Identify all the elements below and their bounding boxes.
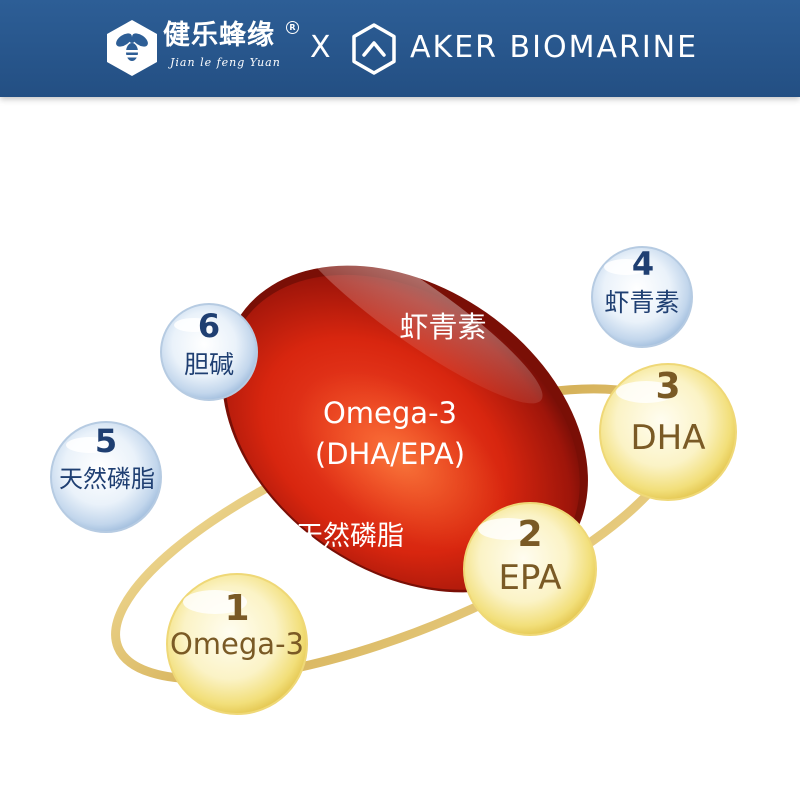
bubble-number-5: 5 [94, 422, 118, 460]
diagram-graphics [50, 224, 737, 715]
bubble-choline-graphic [160, 303, 258, 401]
registered-mark: R [286, 21, 299, 34]
bubble-number-4: 4 [631, 245, 655, 283]
softgel-capsule [222, 224, 588, 593]
bubble-number-2: 2 [517, 514, 543, 555]
capsule-label-omega3: Omega-3 [322, 396, 457, 430]
bee-hexagon-icon [107, 20, 157, 76]
bubble-epa-graphic [463, 502, 597, 636]
bubble-label-epa: EPA [498, 558, 562, 598]
bubble-label-choline: 胆碱 [183, 350, 234, 379]
bubble-number-1: 1 [224, 588, 250, 629]
bubble-number-6: 6 [197, 307, 221, 345]
hexagon-arrow-icon [352, 23, 396, 75]
header-bar: 健乐蜂缘 R Jian le feng Yuan X AKER BIOMARIN… [0, 0, 800, 97]
krill-oil-diagram: 虾青素 Omega-3 (DHA/EPA) 天然磷脂 1 Omega-3 2 E… [0, 97, 800, 800]
brand2-name: AKER BIOMARINE [410, 30, 699, 65]
capsule-label-dha-epa: (DHA/EPA) [314, 437, 466, 471]
bubble-phospholipid-graphic [50, 421, 162, 533]
bubble-astaxanthin-graphic [591, 246, 693, 348]
bubble-dha-graphic [599, 363, 737, 501]
brand1-name: 健乐蜂缘 [163, 20, 275, 51]
bubble-label-astaxanthin: 虾青素 [604, 288, 680, 317]
brand1-subtitle: Jian le feng Yuan [170, 56, 281, 69]
bubble-label-phospholipid: 天然磷脂 [59, 465, 155, 493]
bubble-label-omega3: Omega-3 [169, 627, 304, 661]
bubble-number-3: 3 [655, 366, 681, 407]
bubble-label-dha: DHA [630, 418, 706, 458]
bubble-omega3-graphic [166, 573, 308, 715]
capsule-label-phospholipid: 天然磷脂 [296, 521, 404, 552]
capsule-highlight [467, 229, 563, 310]
capsule-label-astaxanthin: 虾青素 [399, 310, 487, 344]
collab-cross: X [310, 30, 331, 65]
